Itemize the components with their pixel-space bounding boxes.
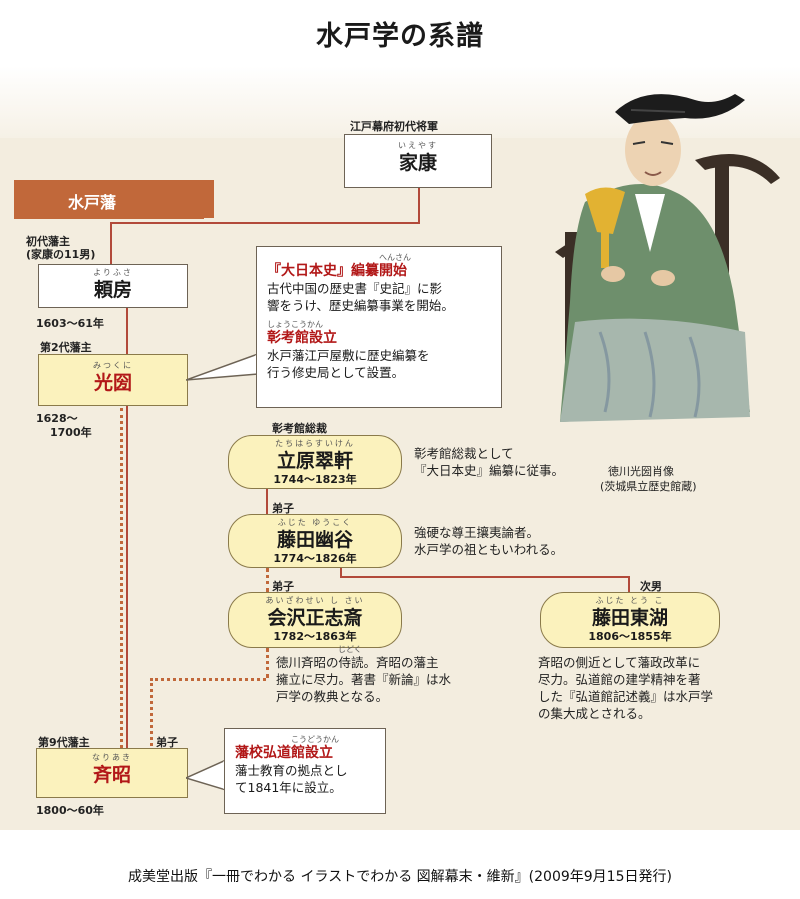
connector-to-toko (628, 576, 630, 594)
mitsukuni-box: みつくに 光圀 (38, 354, 188, 406)
ieyasu-ruby: いえやす (398, 141, 438, 150)
suiken-years: 1744〜1823年 (273, 473, 357, 486)
nariaki-rank: 第9代藩主 (38, 736, 90, 749)
callout1-heading1: 『大日本史』編纂開始 (267, 263, 407, 279)
toko-years: 1806〜1855年 (588, 630, 672, 643)
toko-description-line2: 尽力。弘道館の建学精神を著 (538, 672, 701, 687)
seishisai-description-line2: 擁立に尽力。著書『新論』は水 (276, 672, 452, 687)
toko-ruby: ふじた とう こ (595, 596, 665, 605)
seishisai-ruby: あいざわせい し さい (265, 596, 365, 605)
toko-box: ふじた とう こ 藤田東湖 1806〜1855年 (540, 592, 720, 648)
seishisai-years: 1782〜1863年 (273, 630, 357, 643)
ieyasu-name: 家康 (398, 152, 437, 174)
yorifusa-rank: 初代藩主 (26, 235, 70, 248)
connector-to-yorifusa (110, 222, 112, 264)
seishisai-description-ruby: じどく (338, 645, 362, 654)
callout1-body2-line1: 水戸藩江戸屋敷に歴史編纂を (267, 348, 430, 363)
connector-seishisai-nariaki (150, 678, 153, 758)
callout1-body2: 水戸藩江戸屋敷に歴史編纂を 行う修史局として設置。 (267, 347, 491, 381)
connector-yukoku-toko (340, 576, 630, 578)
callout2-body: 藩士教育の拠点とし て1841年に設立。 (235, 762, 375, 796)
yorifusa-name: 頼房 (93, 279, 132, 301)
mitsukuni-years: 1628〜 (36, 412, 78, 425)
callout2-body-line1: 藩士教育の拠点とし (235, 763, 348, 778)
toko-description-line3: した『弘道館記述義』は水戸学 (538, 689, 714, 704)
suiken-description-line2: 『大日本史』編纂に従事。 (414, 463, 565, 478)
suiken-ruby: たちはらすいけん (275, 439, 355, 448)
toko-name: 藤田東湖 (591, 607, 668, 629)
suiken-role: 彰考館総裁 (272, 422, 327, 435)
yorifusa-rank-note: (家康の11男) (26, 248, 96, 261)
callout-kodokan: こうどうかん 藩校弘道館設立 藩士教育の拠点とし て1841年に設立。 (224, 728, 386, 814)
mitsukuni-ruby: みつくに (93, 361, 133, 370)
mitsukuni-portrait-illustration (555, 94, 780, 422)
seishisai-name: 会沢正志斎 (267, 607, 363, 629)
seishisai-role: 弟子 (272, 580, 294, 593)
callout2-body-line2: て1841年に設立。 (235, 780, 342, 795)
callout1-body1-line2: 響をうけ、歴史編纂事業を開始。 (267, 298, 454, 313)
callout1-heading1-ruby: へんさん (379, 253, 411, 262)
callout1-body1-line1: 古代中国の歴史書『史記』に影 (267, 281, 443, 296)
yukoku-role: 弟子 (272, 502, 294, 515)
yukoku-years: 1774〜1826年 (273, 552, 357, 565)
ieyasu-rank: 江戸幕府初代将軍 (350, 120, 438, 133)
mitsukuni-years-end: 1700年 (50, 426, 92, 439)
mitsukuni-rank: 第2代藩主 (40, 341, 92, 354)
callout1-pointer (186, 353, 258, 381)
callout1-heading2-ruby: しょうこうかん (267, 320, 323, 329)
connector-ieyasu-horizontal (110, 222, 420, 224)
connector-seishisai-down (266, 648, 269, 678)
seishisai-description-line1: 徳川斉昭の侍読。斉昭の藩主 (276, 655, 439, 670)
toko-description-line4: の集大成とされる。 (538, 706, 651, 721)
callout1-heading2: 彰考館設立 (267, 330, 337, 346)
callout2-heading: 藩校弘道館設立 (235, 745, 333, 761)
callout2-heading-ruby: こうどうかん (291, 735, 339, 744)
connector-main-lineage (126, 306, 128, 754)
suiken-name: 立原翠軒 (276, 450, 353, 472)
callout1-body1: 古代中国の歴史書『史記』に影 響をうけ、歴史編纂事業を開始。 (267, 280, 491, 314)
seishisai-description-line3: 戸学の教典となる。 (276, 689, 389, 704)
suiken-description: 彰考館総裁として 『大日本史』編纂に従事。 (414, 445, 564, 479)
connector-yukoku-seishisai (266, 568, 269, 592)
portrait-caption-source: (茨城県立歴史館蔵) (600, 480, 697, 493)
page-title: 水戸学の系譜 (316, 21, 484, 52)
yorifusa-box: よりふさ 頼房 (38, 264, 188, 308)
connector-seishisai-horizontal (150, 678, 266, 681)
yukoku-ruby: ふじた ゆうこく (277, 518, 353, 527)
yukoku-description-line1: 強硬な尊王攘夷論者。 (414, 525, 540, 540)
connector-yukoku-down (340, 566, 342, 578)
mitsukuni-name: 光圀 (93, 372, 132, 394)
yukoku-description-line2: 水戸学の祖ともいわれる。 (414, 542, 564, 557)
callout2-pointer (186, 759, 226, 791)
toko-role: 次男 (640, 580, 662, 593)
suiken-description-line1: 彰考館総裁として (414, 446, 514, 461)
nariaki-box: なりあき 斉昭 (36, 748, 188, 798)
yukoku-box: ふじた ゆうこく 藤田幽谷 1774〜1826年 (228, 514, 402, 568)
mito-domain-band: 水戸藩 (14, 180, 214, 218)
callout1-body2-line2: 行う修史局として設置。 (267, 365, 405, 380)
callout-dainihonshi: へんさん 『大日本史』編纂開始 古代中国の歴史書『史記』に影 響をうけ、歴史編纂… (256, 246, 502, 408)
toko-description: 斉昭の側近として藩政改革に 尽力。弘道館の建学精神を著 した『弘道館記述義』は水… (538, 654, 713, 722)
yukoku-name: 藤田幽谷 (276, 529, 353, 551)
connector-mitsukuni-dotted (120, 408, 123, 748)
yorifusa-ruby: よりふさ (93, 268, 133, 277)
nariaki-years: 1800〜60年 (36, 804, 104, 817)
connector-suiken-yukoku (266, 488, 268, 518)
toko-description-line1: 斉昭の側近として藩政改革に (538, 655, 701, 670)
nariaki-disciple-label: 弟子 (156, 736, 178, 749)
source-caption: 成美堂出版『一冊でわかる イラストでわかる 図解幕末・維新』(2009年9月15… (128, 869, 672, 885)
seishisai-box: あいざわせい し さい 会沢正志斎 1782〜1863年 (228, 592, 402, 648)
mito-band-underline (14, 216, 204, 219)
nariaki-name: 斉昭 (92, 764, 131, 786)
nariaki-ruby: なりあき (92, 753, 132, 762)
suiken-box: たちはらすいけん 立原翠軒 1744〜1823年 (228, 435, 402, 489)
seishisai-description: 徳川斉昭の侍読。斉昭の藩主 擁立に尽力。著書『新論』は水 戸学の教典となる。 (276, 654, 451, 705)
portrait-caption: 徳川光圀肖像 (608, 465, 674, 478)
yorifusa-years: 1603〜61年 (36, 317, 104, 330)
yukoku-description: 強硬な尊王攘夷論者。 水戸学の祖ともいわれる。 (414, 524, 563, 558)
connector-ieyasu-down (418, 188, 420, 224)
ieyasu-box: いえやす 家康 (344, 134, 492, 188)
